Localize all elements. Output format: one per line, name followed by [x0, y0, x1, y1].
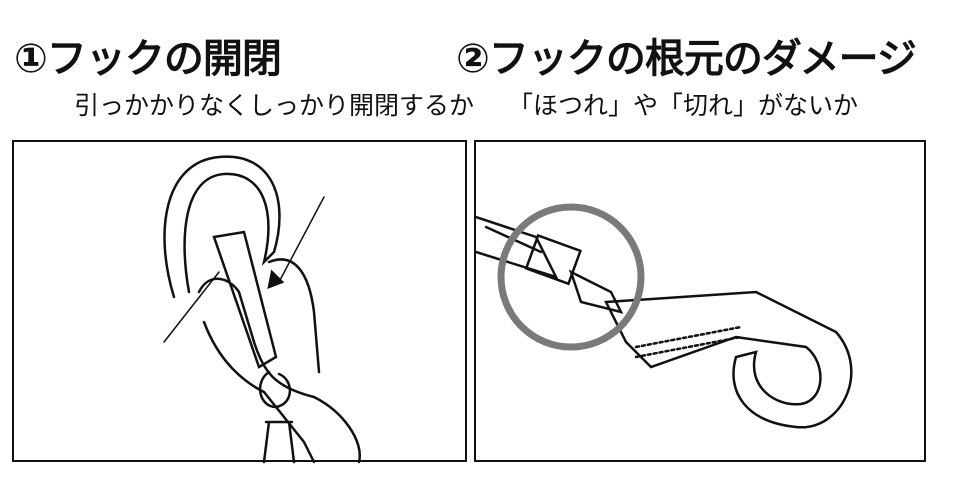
arrow-line-right — [278, 196, 325, 283]
section2-subtitle: 「ほつれ」や「切れ」がないか — [508, 91, 859, 120]
webbing-strap — [476, 215, 559, 280]
hook-gate-teeth — [634, 325, 743, 359]
hook-body — [163, 155, 281, 299]
lanyard-ring — [258, 370, 292, 409]
damage-highlight-circle — [497, 203, 645, 351]
connector-link — [568, 269, 624, 314]
strap-sleeve — [524, 233, 583, 286]
lanyard-strap — [262, 420, 296, 464]
section1-title: ①フックの開閉 — [14, 36, 282, 82]
hook-base-damage-illustration — [474, 140, 926, 462]
hook-opening-illustration — [12, 140, 467, 464]
section2-title: ②フックの根元のダメージ — [456, 36, 917, 82]
arrow-head — [267, 269, 285, 289]
large-hook — [604, 290, 853, 429]
arrow-line-left — [163, 271, 220, 343]
glove-hand — [197, 258, 362, 464]
section1-subtitle: 引っかかりなくしっかり開閉するか — [74, 91, 475, 120]
hook-gate — [212, 230, 278, 369]
